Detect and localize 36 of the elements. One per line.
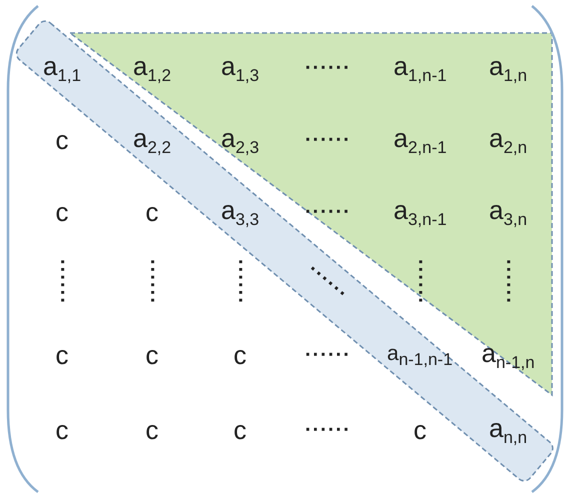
matrix-element: a$_{3,3}$ bbox=[221, 196, 260, 228]
matrix-element: a$_{2,n-1}$ bbox=[394, 124, 447, 156]
ellipsis-dots: ······ bbox=[305, 202, 351, 222]
matrix-element: a$_{3,n}$ bbox=[489, 196, 528, 228]
ellipsis-dots: ······ bbox=[230, 259, 250, 305]
ellipsis-dots: ······ bbox=[305, 130, 351, 150]
matrix-constant: c bbox=[414, 417, 426, 443]
matrix-constant: c bbox=[56, 127, 68, 153]
matrix-constant: c bbox=[146, 199, 158, 225]
matrix-element: a$_{3,n-1}$ bbox=[394, 196, 447, 228]
matrix-constant: c bbox=[146, 417, 158, 443]
matrix-constant: c bbox=[234, 417, 246, 443]
ellipsis-dots: ······ bbox=[305, 58, 351, 78]
matrix-element: a$_{1,n}$ bbox=[489, 52, 528, 84]
matrix-element: a$_{1,3}$ bbox=[221, 52, 260, 84]
matrix-element: a$_{n-1,n-1}$ bbox=[387, 342, 453, 368]
matrix-constant: c bbox=[146, 342, 158, 368]
matrix-element: a$_{n-1,n}$ bbox=[482, 340, 535, 371]
ellipsis-dots: ······ bbox=[305, 420, 351, 440]
ellipsis-dots: ······ bbox=[304, 260, 352, 304]
ellipsis-dots: ······ bbox=[498, 259, 518, 305]
matrix-constant: c bbox=[56, 199, 68, 225]
matrix-constant: c bbox=[234, 342, 246, 368]
ellipsis-dots: ······ bbox=[410, 259, 430, 305]
ellipsis-dots: ······ bbox=[305, 345, 351, 365]
matrix-constant: c bbox=[56, 417, 68, 443]
matrix-element: a$_{1,n-1}$ bbox=[394, 52, 447, 84]
matrix-element: a$_{1,2}$ bbox=[133, 52, 172, 84]
matrix-element: a$_{n,n}$ bbox=[489, 414, 528, 446]
matrix-element: a$_{2,n}$ bbox=[489, 124, 528, 156]
matrix-element: a$_{1,1}$ bbox=[43, 52, 82, 84]
matrix-constant: c bbox=[56, 342, 68, 368]
matrix-element: a$_{2,2}$ bbox=[133, 124, 172, 156]
ellipsis-dots: ······ bbox=[142, 259, 162, 305]
ellipsis-dots: ······ bbox=[52, 259, 72, 305]
matrix-element: a$_{2,3}$ bbox=[221, 124, 260, 156]
